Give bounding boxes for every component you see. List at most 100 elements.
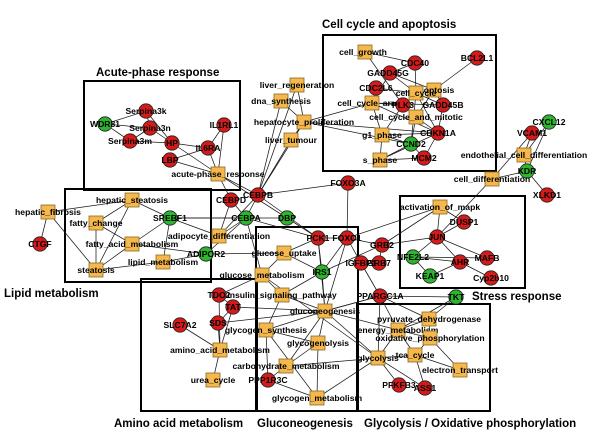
node-tca_cycle[interactable]: tca_cycle (396, 347, 435, 363)
gene-up-circle (430, 125, 446, 141)
node-glucose_uptake[interactable]: glucose_uptake (252, 245, 317, 261)
gene-up-circle (407, 55, 423, 71)
node-fatty_change[interactable]: fatty_change (69, 215, 123, 231)
edge-irs1-grb2 (321, 244, 383, 273)
node-bcl2l1[interactable]: BCL2L1 (461, 50, 494, 66)
node-liver_tumour[interactable]: liver_tumour (265, 132, 318, 148)
node-glycogen_metabolism[interactable]: glycogen_metabolism (272, 390, 363, 406)
node-kdr[interactable]: KDR (518, 163, 537, 179)
edge-activation_of_mapk-grb2 (381, 206, 441, 246)
node-amino_acid_metabolism[interactable]: amino_acid_metabolism (170, 342, 270, 358)
term-square (390, 322, 406, 338)
node-cebpa[interactable]: CEBPA (231, 210, 261, 226)
node-cell_differentiation[interactable]: cell_differentiation (454, 171, 530, 187)
node-tkt[interactable]: TKT (448, 289, 465, 305)
node-grb7[interactable]: GRB7 (367, 255, 391, 271)
node-dusp1[interactable]: DUSP1 (450, 214, 479, 230)
node-foxo3a[interactable]: FOXO3A (330, 175, 366, 191)
node-label: glycogen_synthesis (225, 325, 307, 335)
node-cdc2l6[interactable]: CDC2L6 (359, 80, 393, 96)
node-label: ADIPOR2 (187, 249, 225, 259)
node-serpina3n[interactable]: Serpina3n (129, 120, 171, 136)
node-srebf1[interactable]: SREBF1 (153, 210, 187, 226)
node-gadd45b[interactable]: GADD45B (422, 97, 464, 113)
node-ctgf[interactable]: CTGF (28, 236, 52, 252)
node-irs1[interactable]: IRS1 (312, 264, 332, 280)
node-cxcl12[interactable]: CXCL12 (533, 114, 566, 130)
node-liver_regeneration[interactable]: liver_regeneration (260, 77, 335, 93)
node-hepatic_fibrosis[interactable]: hepatic_fibrosis (15, 204, 81, 220)
node-endothelial_diff[interactable]: endothelial_cell_differentiation (461, 147, 588, 163)
node-nfe2l2[interactable]: NFE2L2 (397, 249, 429, 265)
node-label: WDR81 (90, 119, 120, 129)
node-glucose_metabolism[interactable]: glucose_metabolism (219, 267, 305, 283)
node-glycogenolysis[interactable]: glycogenolysis (287, 335, 349, 351)
node-hepatocyte_proliferation[interactable]: hepatocyte_proliferation (254, 114, 354, 130)
node-adipocyte_diff[interactable]: adipocyte_differentiation (168, 228, 270, 244)
node-hp[interactable]: HP (164, 135, 180, 151)
node-cdc40[interactable]: CDC40 (401, 55, 429, 71)
node-gluconeogenesis[interactable]: gluconeogenesis (290, 303, 360, 319)
node-acute_phase_response[interactable]: acute-phase_response (171, 166, 265, 182)
node-grb2[interactable]: GRB2 (370, 237, 394, 253)
node-ppp1r3c[interactable]: PPP1R3C (248, 372, 288, 388)
node-cell_cycle_arrest[interactable]: cell_cycle_arrest (337, 95, 407, 111)
node-ccnd2[interactable]: CCND2 (396, 136, 426, 152)
node-cell_cycle[interactable]: cell_cycle (396, 85, 437, 101)
gene-up-circle (391, 377, 407, 393)
node-glycogen_synthesis[interactable]: glycogen_synthesis (225, 322, 307, 338)
node-xlkd1[interactable]: XLKD1 (533, 187, 561, 203)
node-cdkn1a[interactable]: CDKN1A (420, 125, 456, 141)
node-tat[interactable]: TAT (225, 299, 241, 315)
node-steatosis[interactable]: steatosis (77, 262, 115, 278)
node-ahr[interactable]: AHR (451, 254, 470, 270)
node-cebpd[interactable]: CEBPD (216, 192, 246, 208)
node-tdo2[interactable]: TDO2 (208, 287, 231, 303)
node-apoptosis[interactable]: apoptosis (414, 82, 455, 98)
node-gadd45g[interactable]: GADD45G (367, 65, 409, 81)
node-energy_metabolism[interactable]: energy_metabolism (358, 322, 439, 338)
node-jun[interactable]: JUN (428, 229, 446, 245)
node-ppargc1a[interactable]: PPARGC1A (356, 288, 404, 304)
node-cebpb[interactable]: CEBPB (243, 187, 273, 203)
node-slc7a2[interactable]: SLC7A2 (164, 317, 197, 333)
node-label: CEBPD (216, 195, 246, 205)
node-cell_cycle_mitotic[interactable]: cell_cycle_and_mitotic (369, 109, 463, 125)
node-foxo1[interactable]: FOXO1 (332, 230, 362, 246)
node-igfbp1[interactable]: IGFBP1 (345, 255, 377, 271)
node-s_phase[interactable]: s_phase (363, 152, 398, 168)
node-dna_synthesis[interactable]: dna_synthesis (251, 93, 311, 109)
edge-nfe2l2-ahr (412, 256, 461, 263)
node-pfkfb3[interactable]: PFKFB3 (382, 377, 416, 393)
node-dbp[interactable]: DBP (278, 210, 296, 226)
node-urea_cycle[interactable]: urea_cycle (191, 372, 236, 388)
node-lipid_metabolism[interactable]: lipid_metabolism (128, 254, 199, 270)
node-pyruvate_dh[interactable]: pyruvate_dehydrogenase (377, 311, 481, 327)
node-mafb[interactable]: MAFB (475, 250, 500, 266)
node-mcm2[interactable]: MCM2 (411, 150, 437, 166)
node-serpina3m[interactable]: Serpina3m (108, 133, 152, 149)
node-keap1[interactable]: KEAP1 (416, 268, 445, 284)
node-cell_growth[interactable]: cell_growth (339, 44, 387, 60)
node-cyp2b10[interactable]: Cyp2b10 (473, 270, 509, 286)
node-activation_of_mapk[interactable]: activation_of_mapk (400, 199, 480, 215)
node-serpina3k[interactable]: Serpina3k (125, 103, 167, 119)
node-vcam1[interactable]: VCAM1 (517, 125, 547, 141)
node-ass1[interactable]: ASS1 (414, 380, 437, 396)
node-oxidative_phos[interactable]: oxidative_phosphorylation (375, 330, 485, 346)
node-lbp[interactable]: LBP (161, 152, 179, 168)
node-insulin_signaling[interactable]: insulin_signaling_pathway (227, 287, 337, 303)
node-plk3[interactable]: PLK3 (392, 97, 414, 113)
node-adipor2[interactable]: ADIPOR2 (187, 246, 225, 262)
node-electron_transport[interactable]: electron_transport (422, 362, 498, 378)
node-glycolysis[interactable]: glycolysis (357, 350, 399, 366)
node-carbohydrate_metabolism[interactable]: carbohydrate_metabolism (233, 358, 340, 374)
node-g1_phase[interactable]: g1_phase (362, 127, 402, 143)
node-fatty_acid_metabolism[interactable]: fatty_acid_metabolism (86, 236, 179, 252)
node-pck1[interactable]: PCK1 (307, 230, 330, 246)
node-wdr81[interactable]: WDR81 (90, 116, 120, 132)
node-hepatic_steatosis[interactable]: hepatic_steatosis (96, 192, 168, 208)
node-il1rl1[interactable]: IL1RL1 (210, 117, 239, 133)
node-sds[interactable]: SDS (209, 315, 227, 331)
node-il6ra[interactable]: IL6RA (196, 140, 221, 156)
